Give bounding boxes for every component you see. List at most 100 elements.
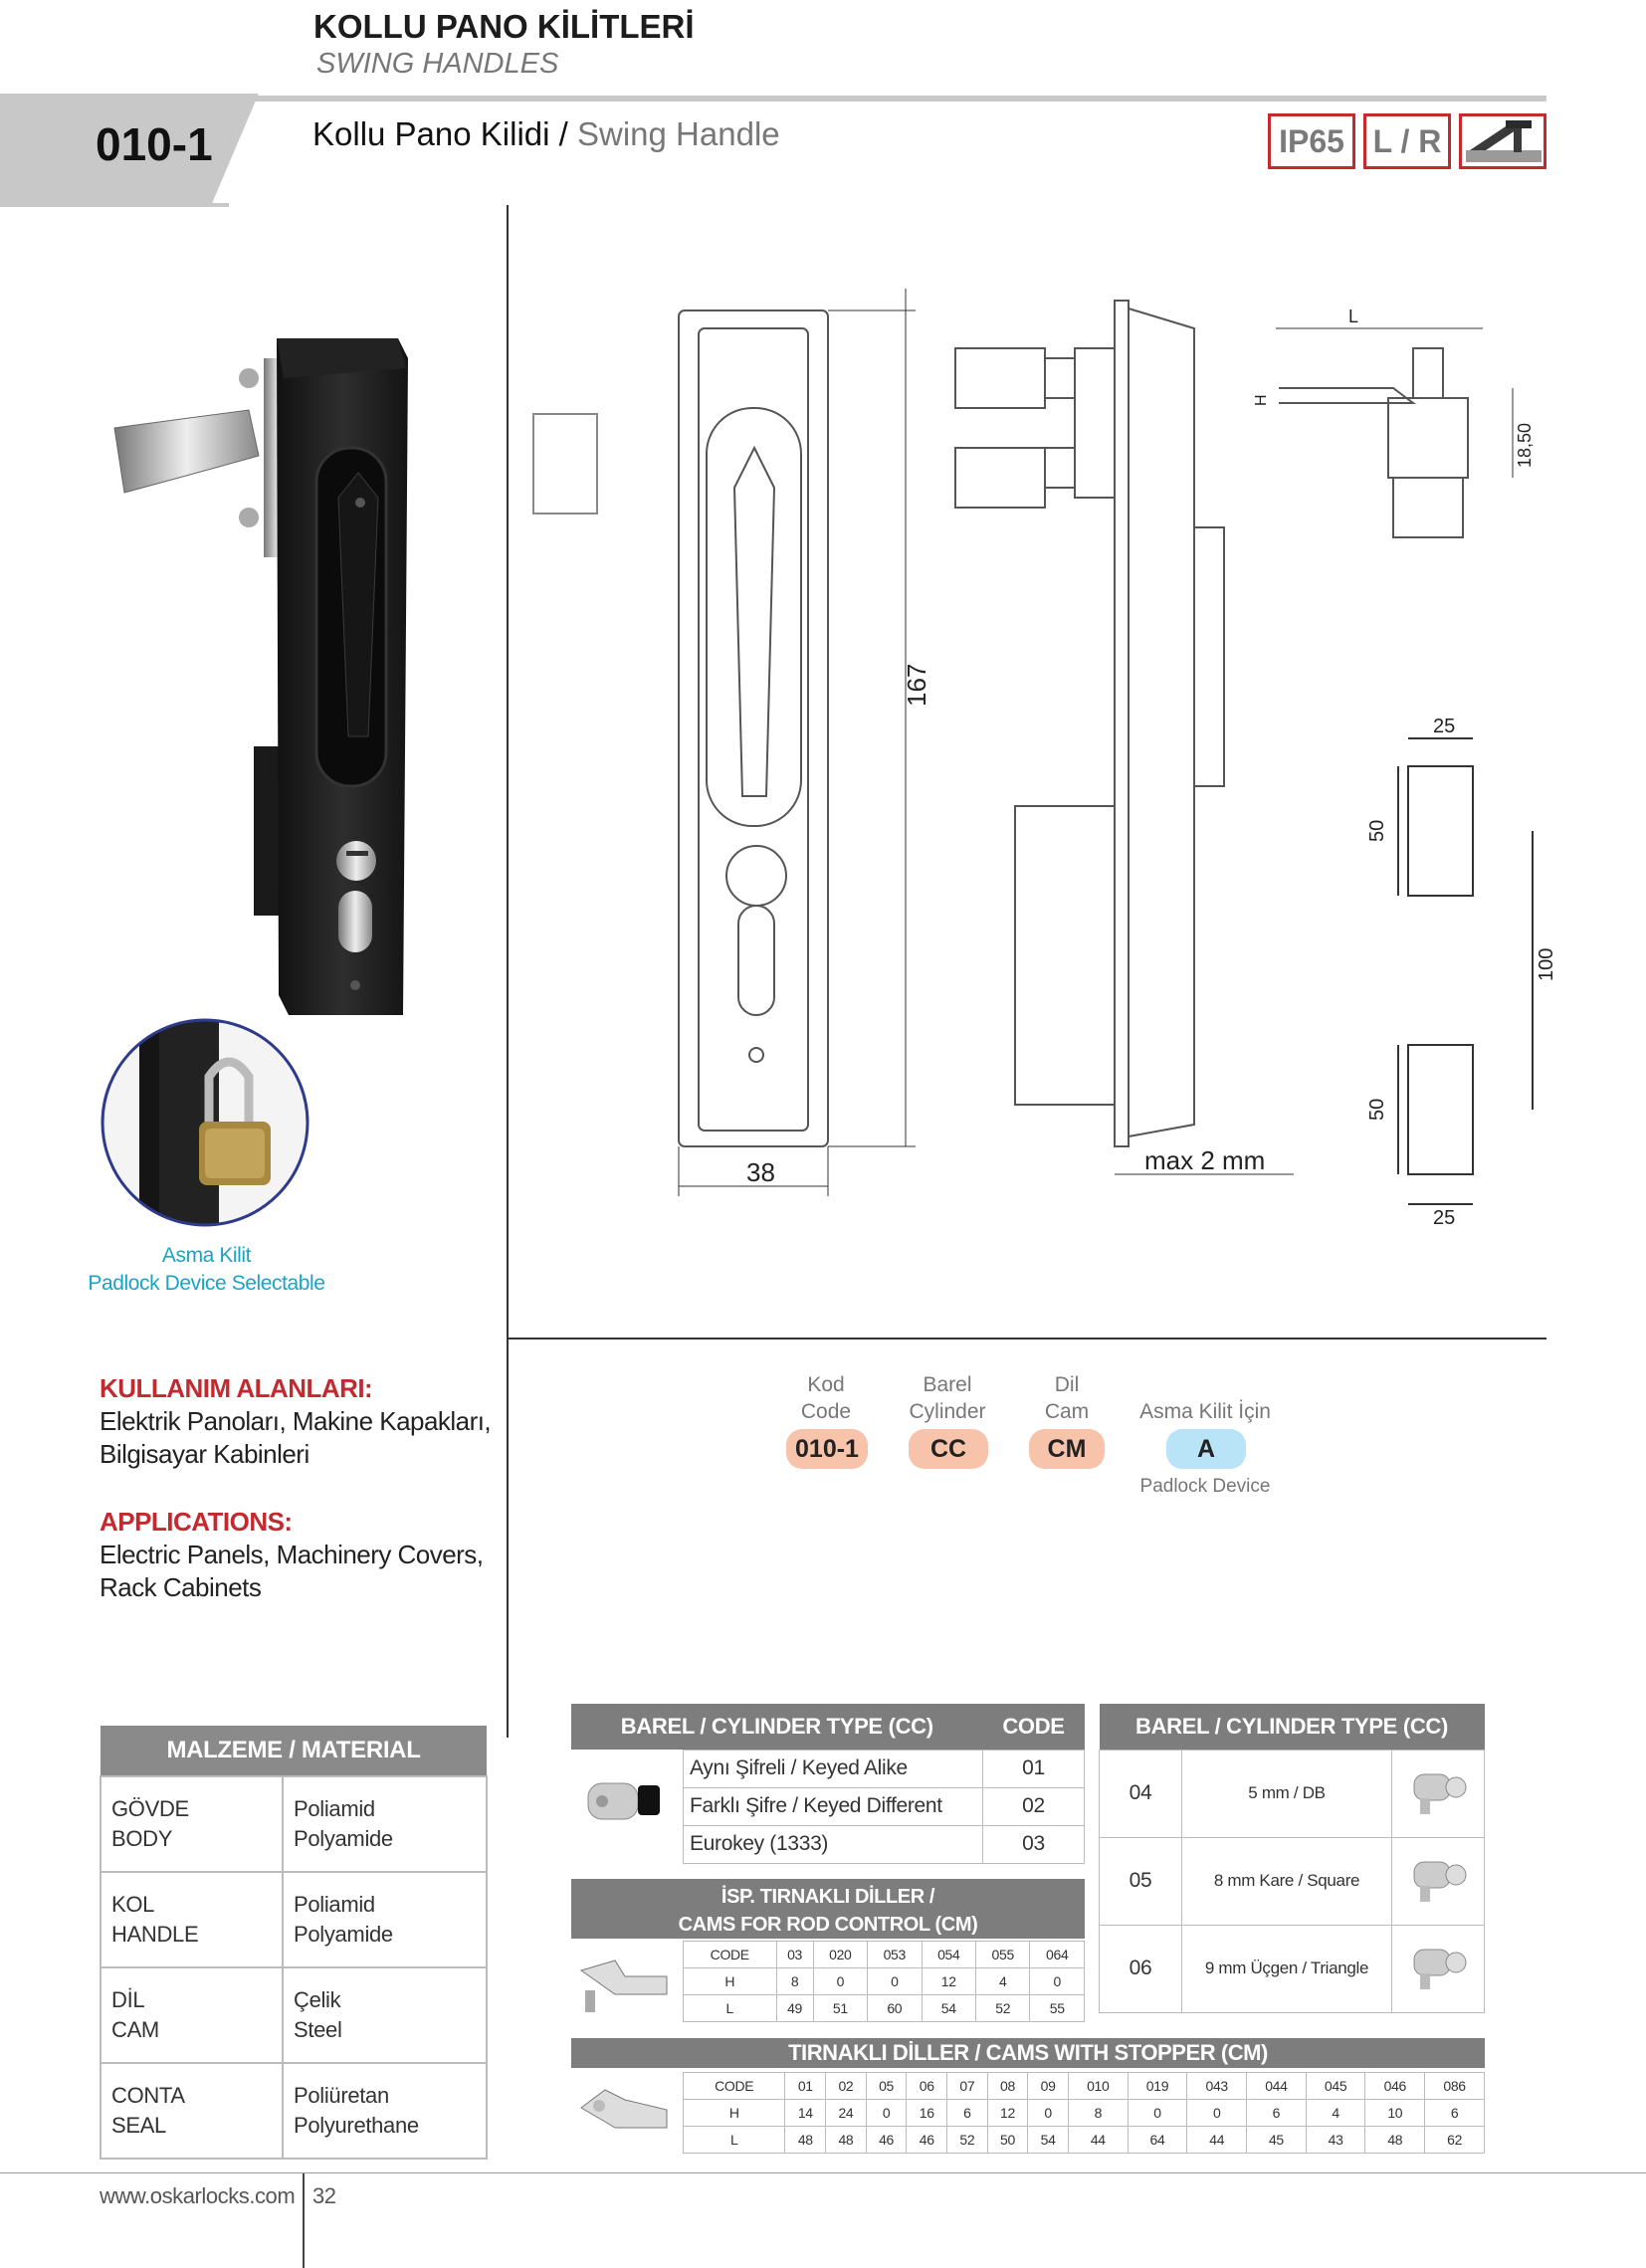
cell: 54 <box>921 1994 977 2022</box>
cell: 51 <box>812 1994 869 2022</box>
part-en: SEAL <box>111 2113 166 2138</box>
cell: 46 <box>865 2126 908 2154</box>
cell: 52 <box>946 2126 988 2154</box>
cell: 44 <box>1186 2126 1248 2154</box>
usage-text-tr-1: Elektrik Panoları, Makine Kapakları, <box>100 1406 492 1436</box>
cyl-label: 9 mm Üçgen / Triangle <box>1181 1924 1392 2013</box>
row-label: L <box>682 2126 786 2154</box>
dim-50-top: 50 <box>1366 820 1388 842</box>
padlock-device-label: Padlock Device <box>1139 1476 1271 1497</box>
cell: 24 <box>825 2099 867 2127</box>
cell: 12 <box>921 1967 977 1995</box>
cell: 046 <box>1364 2072 1426 2100</box>
mat-en: Steel <box>294 2017 342 2042</box>
part-en: CAM <box>111 2017 159 2042</box>
cell: 05 <box>865 2072 908 2100</box>
cylinder-table-header: BAREL / CYLINDER TYPE (CC) <box>571 1704 983 1750</box>
dim-gap: max 2 mm <box>1144 1145 1265 1175</box>
barel-label: Barel <box>923 1373 972 1396</box>
header-under-rule <box>0 203 229 207</box>
dil-label: Dil <box>1054 1373 1080 1396</box>
part-tr: GÖVDE <box>111 1796 189 1821</box>
cell: 019 <box>1127 2072 1188 2100</box>
part-tr: DİL <box>111 1987 145 2012</box>
mat-tr: Çelik <box>294 1987 341 2012</box>
cyl-code: 06 <box>1099 1924 1182 2013</box>
product-name-tr: Kollu Pano Kilidi <box>312 115 550 152</box>
cylinder-image-cell <box>571 1750 684 1863</box>
dim-H: H <box>1253 394 1270 406</box>
cell: 48 <box>825 2126 867 2154</box>
cylinder-label: Cylinder <box>909 1400 986 1423</box>
usage-title-en: APPLICATIONS: <box>100 1507 293 1537</box>
cam-mount-icon <box>1466 120 1542 162</box>
mat-tr: Poliüretan <box>294 2083 389 2108</box>
kod-label: Kod <box>807 1373 845 1396</box>
part-en: HANDLE <box>111 1922 199 1947</box>
cell: 0 <box>1029 1967 1085 1995</box>
usage-title-tr: KULLANIM ALANLARI: <box>100 1373 373 1403</box>
row-label: CODE <box>683 1941 777 1968</box>
dim-1850: 18,50 <box>1515 423 1535 468</box>
cell: 02 <box>825 2072 867 2100</box>
cylinder-icon <box>587 1782 660 1820</box>
cell: 09 <box>1027 2072 1069 2100</box>
cell: 46 <box>906 2126 948 2154</box>
cell: 48 <box>1364 2126 1426 2154</box>
cylinder-row-label: Aynı Şifreli / Keyed Alike <box>683 1749 983 1788</box>
dim-25-top: 25 <box>1433 716 1455 737</box>
product-name-separator: / <box>549 115 577 152</box>
mat-tr: Poliamid <box>294 1796 375 1821</box>
cell: 045 <box>1305 2072 1366 2100</box>
cyl-image-cell <box>1391 1924 1485 2013</box>
cell: 8 <box>775 1967 814 1995</box>
mat-en: Polyamide <box>294 1826 393 1851</box>
cell: 0 <box>1186 2099 1248 2127</box>
rod-cams-header: İSP. TIRNAKLI DİLLER / CAMS FOR ROD CONT… <box>571 1879 1085 1939</box>
part-en: BODY <box>111 1826 173 1851</box>
cell: 14 <box>784 2099 827 2127</box>
mount-badge <box>1459 113 1546 169</box>
header-rule <box>0 96 1546 102</box>
cyl-code: 04 <box>1099 1749 1182 1838</box>
row-label: H <box>682 2099 786 2127</box>
usage-text-en-1: Electric Panels, Machinery Covers, <box>100 1540 484 1569</box>
cell: 053 <box>867 1941 923 1968</box>
padlock-photo <box>101 1018 309 1227</box>
cell: 44 <box>1067 2126 1129 2154</box>
usage-text-tr-2: Bilgisayar Kabinleri <box>100 1439 309 1469</box>
rod-cams-header-2: CAMS FOR ROD CONTROL (CM) <box>678 1914 978 1936</box>
cylinder-square-icon <box>1413 1861 1467 1902</box>
cell: 6 <box>1246 2099 1307 2127</box>
cylinder-triangle-icon <box>1413 1949 1467 1989</box>
cell: 54 <box>1027 2126 1069 2154</box>
part-tr: KOL <box>111 1892 155 1917</box>
cell: 0 <box>865 2099 908 2127</box>
usage-text-en-2: Rack Cabinets <box>100 1572 262 1602</box>
row-label: L <box>683 1994 777 2022</box>
cell: 4 <box>1305 2099 1366 2127</box>
cam-label: Cam <box>1044 1400 1090 1423</box>
rod-cam-icon <box>579 1959 668 2012</box>
padlock-caption-en: Padlock Device Selectable <box>88 1272 325 1295</box>
cylinder-pill: CC <box>909 1429 988 1469</box>
cyl-label: 8 mm Kare / Square <box>1181 1836 1392 1926</box>
cell: 16 <box>906 2099 948 2127</box>
cell: 62 <box>1424 2126 1485 2154</box>
footer-website[interactable]: www.oskarlocks.com <box>100 2183 296 2208</box>
cylinder-type-row: 04 5 mm / DB <box>1099 1749 1485 1838</box>
stopper-cams-header: TIRNAKLI DİLLER / CAMS WITH STOPPER (CM) <box>571 2038 1485 2068</box>
cell: 60 <box>867 1994 923 2022</box>
stopper-cam-icon <box>580 2089 668 2129</box>
section-subtitle: SWING HANDLES <box>316 48 559 80</box>
cam-pill: CM <box>1029 1429 1105 1469</box>
